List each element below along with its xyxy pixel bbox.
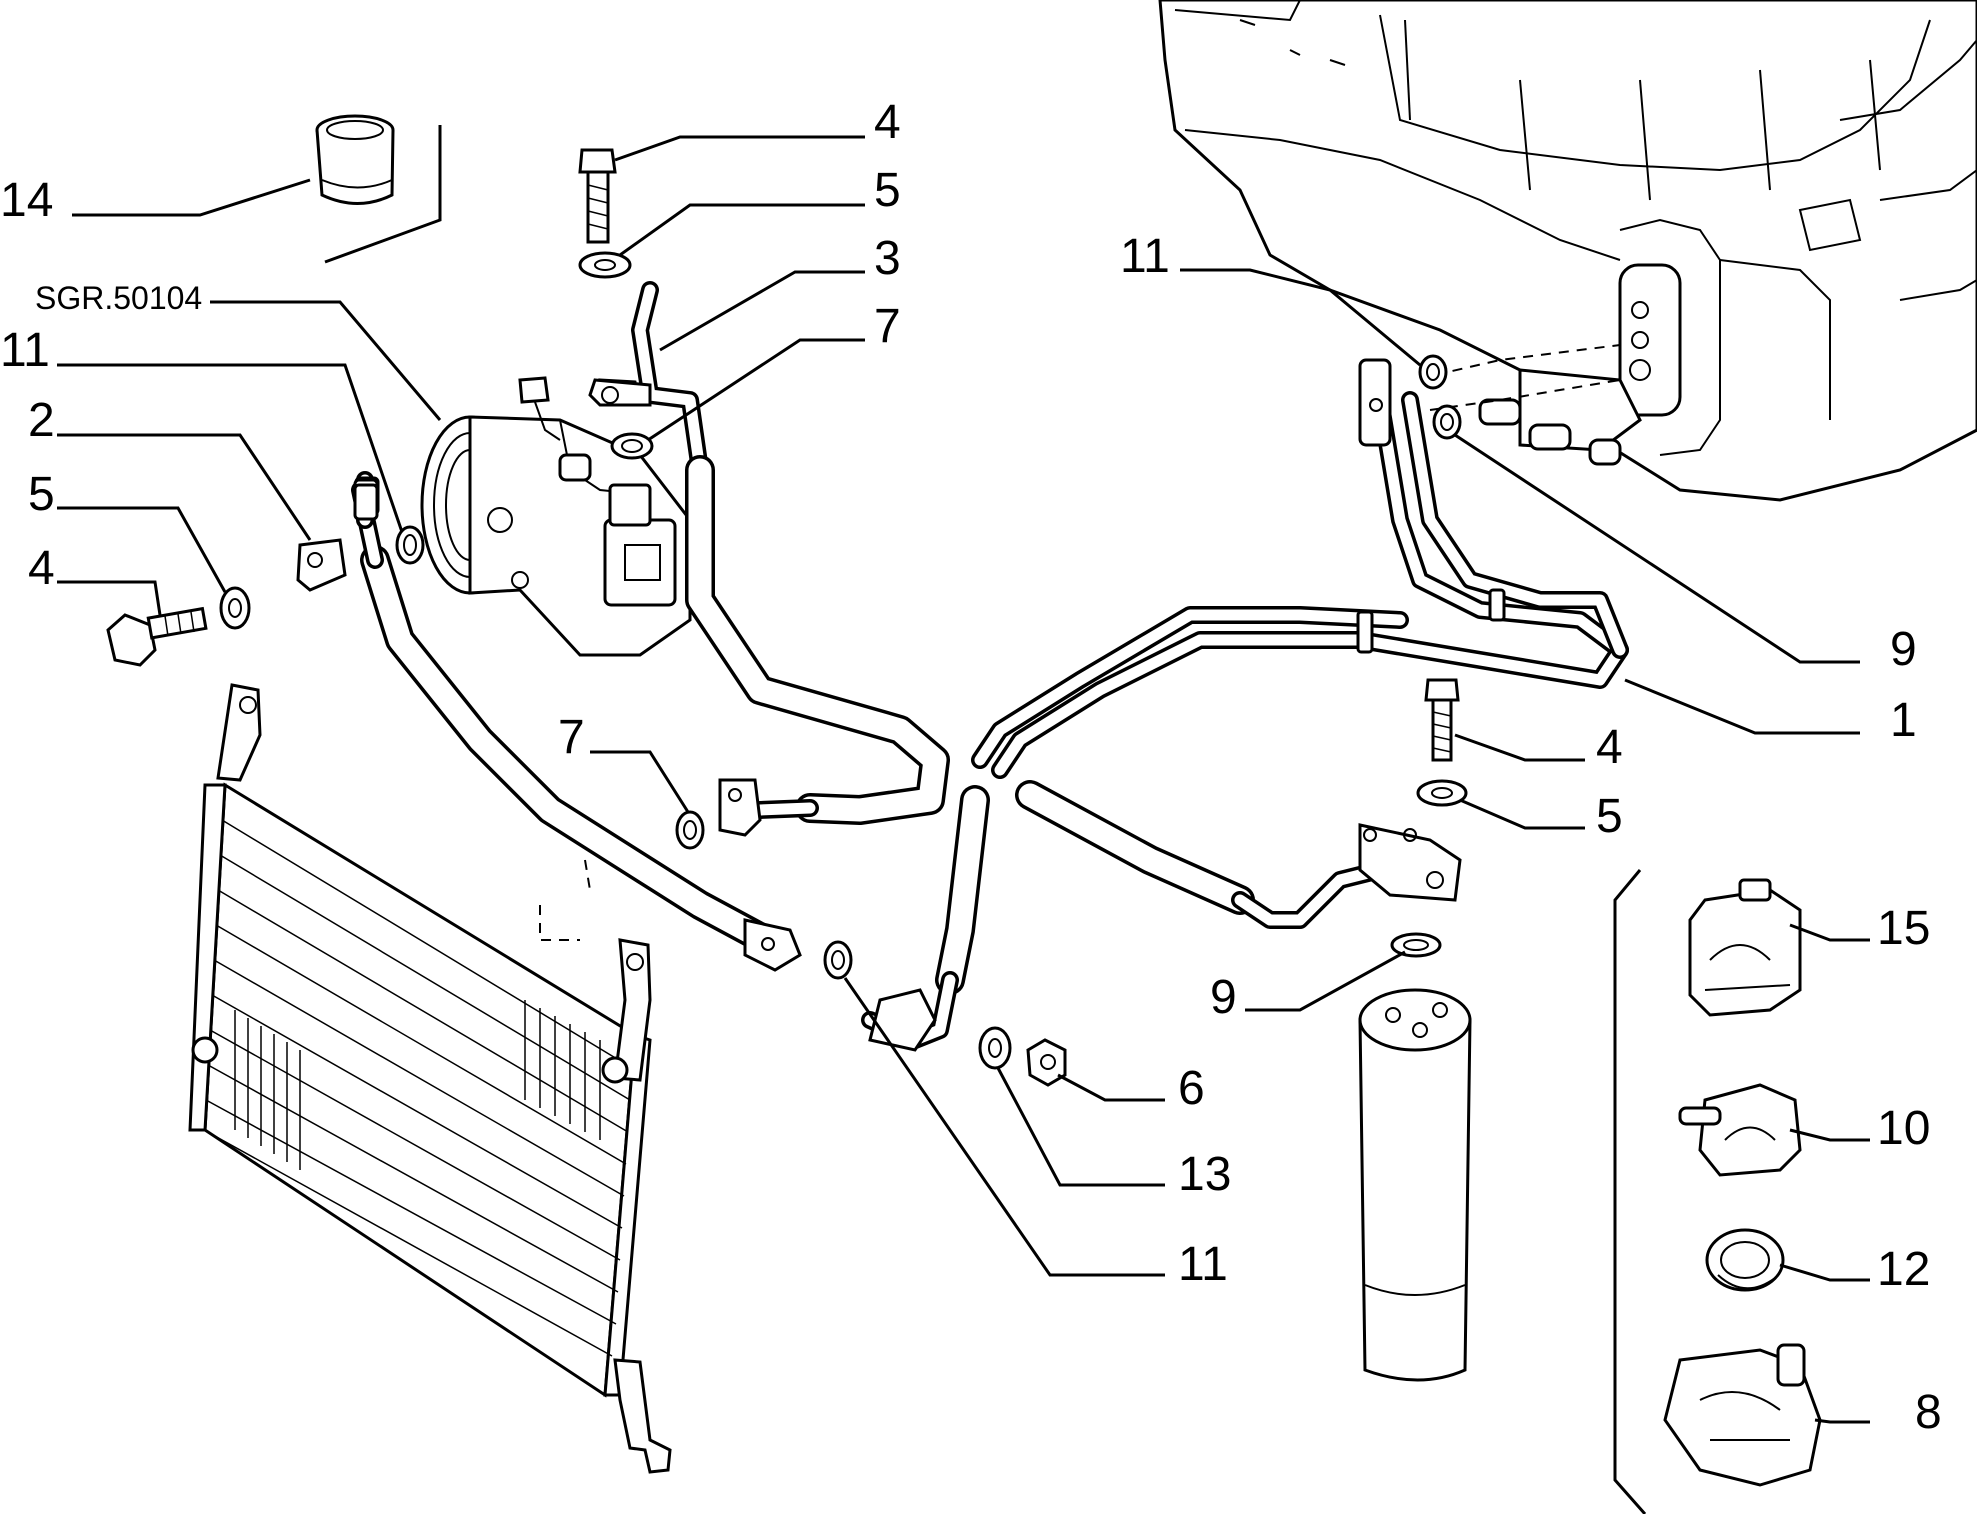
callout-11-left: 11 xyxy=(0,324,50,377)
leader-13 xyxy=(996,1067,1165,1187)
part-9-oring-top-right xyxy=(1432,404,1462,440)
part-7-oring-mid xyxy=(675,810,705,850)
compressor xyxy=(420,376,692,657)
callout-leaders xyxy=(57,125,1870,1424)
callout-4-left: 4 xyxy=(28,542,55,595)
part-5-washer-left xyxy=(219,586,251,630)
refrigerant-lines xyxy=(296,281,1629,1052)
callout-5-left: 5 xyxy=(28,468,55,521)
callout-3: 3 xyxy=(874,232,901,285)
callout-4-mid: 4 xyxy=(1596,721,1623,774)
callout-6: 6 xyxy=(1178,1062,1205,1115)
part-11-oring-left xyxy=(395,525,425,565)
callout-2: 2 xyxy=(28,394,55,447)
leader-4-mid xyxy=(1454,733,1585,762)
leader-12 xyxy=(1779,1263,1870,1282)
callout-14: 14 xyxy=(0,174,53,227)
leader-5-top xyxy=(619,203,865,257)
part-15-clip xyxy=(1688,878,1802,1017)
part-11-oring-top-right xyxy=(1418,354,1448,390)
leader-11-bottom xyxy=(843,977,1165,1277)
callout-15: 15 xyxy=(1877,902,1930,955)
leader-7-mid xyxy=(590,750,690,813)
leader-11-right xyxy=(1180,268,1421,367)
drawing-reference: SGR.50104 xyxy=(35,280,202,316)
part-4-bolt-top xyxy=(578,148,617,244)
part-7-oring-top xyxy=(610,432,654,460)
part-5-washer-top xyxy=(578,251,632,279)
callout-labels: 14 4 5 3 7 SGR.50104 11 2 5 4 11 9 1 4 5… xyxy=(0,96,1942,1439)
heater-housing xyxy=(1158,0,1977,502)
condenser xyxy=(188,683,672,1474)
callout-5-mid: 5 xyxy=(1596,790,1623,843)
callout-7-top: 7 xyxy=(874,300,901,353)
leader-1 xyxy=(1624,678,1860,735)
inset-panel xyxy=(1613,869,1822,1514)
leader-3 xyxy=(659,270,865,352)
fasteners-and-seals xyxy=(106,114,1468,1087)
callout-9-mid: 9 xyxy=(1210,971,1237,1024)
leader-9-top xyxy=(1454,433,1860,664)
part-5-washer-mid xyxy=(1416,779,1468,807)
receiver-dryer xyxy=(1358,988,1472,1382)
callout-1: 1 xyxy=(1890,694,1917,747)
leader-divider-14 xyxy=(324,125,442,264)
leader-5-mid xyxy=(1459,798,1585,830)
leader-sgr xyxy=(210,300,442,421)
leader-7-top xyxy=(647,338,865,442)
part-11-oring-bottom xyxy=(823,940,853,980)
part-4-bolt-mid xyxy=(1424,678,1460,762)
leader-10 xyxy=(1789,1128,1870,1142)
callout-4-top: 4 xyxy=(874,96,901,149)
leader-11-left xyxy=(57,363,404,533)
callout-5-top: 5 xyxy=(874,164,901,217)
leader-4-top xyxy=(614,135,865,162)
leader-14 xyxy=(72,178,311,217)
part-12-seal xyxy=(1705,1228,1785,1292)
part-9-oring-mid xyxy=(1390,932,1442,958)
callout-12: 12 xyxy=(1877,1243,1930,1296)
part-10-clip xyxy=(1678,1083,1802,1177)
leader-15 xyxy=(1789,923,1870,942)
leader-5-left xyxy=(57,506,227,593)
leader-2 xyxy=(57,433,312,541)
callout-8: 8 xyxy=(1915,1386,1942,1439)
callout-11-bottom: 11 xyxy=(1178,1238,1228,1291)
leader-8 xyxy=(1814,1418,1870,1424)
part-4-bolt-left xyxy=(106,606,208,667)
callout-13: 13 xyxy=(1178,1148,1231,1201)
callout-7-mid: 7 xyxy=(558,711,585,764)
callout-11-right: 11 xyxy=(1120,230,1170,283)
callout-9-top: 9 xyxy=(1890,623,1917,676)
part-8-clip xyxy=(1663,1343,1822,1487)
part-14-bushing xyxy=(315,114,395,205)
leader-4-left xyxy=(57,580,162,616)
callout-10: 10 xyxy=(1877,1102,1930,1155)
leader-6 xyxy=(1057,1073,1165,1102)
part-6-nut xyxy=(1026,1038,1067,1087)
leader-9-mid xyxy=(1245,950,1406,1012)
part-13-washer xyxy=(978,1026,1012,1070)
